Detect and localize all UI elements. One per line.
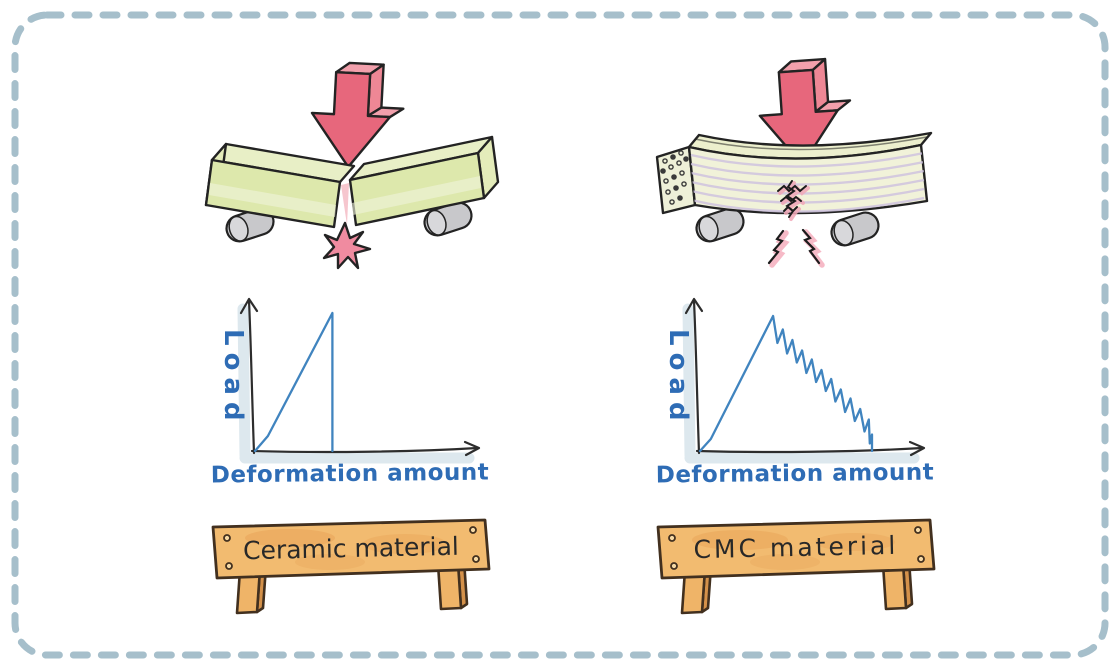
ceramic-sign: Ceramic material xyxy=(211,518,491,615)
panel-ceramic: Load Deformation amount Ceramic mat xyxy=(160,55,540,655)
y-axis xyxy=(692,299,701,455)
load-curve xyxy=(253,311,334,453)
sign-board: CMC material xyxy=(656,518,936,580)
crack-zigzag-icon xyxy=(777,180,810,221)
sign-legs xyxy=(235,558,469,615)
sign-label: Ceramic material xyxy=(243,532,459,566)
fiber-dots xyxy=(660,150,689,205)
load-curve xyxy=(698,314,874,453)
force-arrow-icon xyxy=(758,57,852,167)
y-axis-arrow-icon xyxy=(239,297,259,315)
ceramic-beam-illustration xyxy=(204,61,500,270)
y-axis-arrow-icon xyxy=(684,297,704,315)
y-axis-label: Load xyxy=(218,329,248,428)
x-axis-arrow-icon xyxy=(463,440,481,457)
cmc-sign: CMC material xyxy=(656,518,936,615)
sign-label: CMC material xyxy=(693,531,898,564)
support-roller-left xyxy=(695,207,745,243)
crack-bolt-icon-left xyxy=(767,229,790,268)
y-axis-shadow xyxy=(682,303,696,461)
ceramic-chart-block: Load Deformation amount xyxy=(160,283,540,488)
support-roller-right xyxy=(830,211,880,247)
broken-beam-right-half xyxy=(348,135,500,227)
fiber-layer-stripes xyxy=(690,151,925,213)
force-arrow-icon xyxy=(310,61,405,169)
sign-nails xyxy=(668,526,925,570)
sign-board: Ceramic material xyxy=(211,518,491,580)
crack-gap xyxy=(341,183,349,225)
layered-beam xyxy=(655,131,933,215)
y-axis xyxy=(247,299,256,455)
x-axis xyxy=(695,446,924,454)
fracture-star-icon xyxy=(322,221,372,270)
cmc-beam-illustration xyxy=(655,57,933,268)
sign-legs xyxy=(680,558,914,615)
x-axis-label: Deformation amount xyxy=(655,459,935,489)
cmc-chart-block: Load Deformation amount xyxy=(605,283,985,488)
ceramic-chart: Load xyxy=(218,297,481,464)
crack-bolt-icon-right xyxy=(801,228,825,268)
panel-cmc: Load Deformation amount CMC materia xyxy=(605,55,985,655)
support-roller-right xyxy=(423,201,473,237)
cmc-chart: Load xyxy=(663,297,926,464)
broken-beam-left-half xyxy=(204,142,356,229)
x-axis-arrow-icon xyxy=(908,440,926,457)
x-axis-label: Deformation amount xyxy=(210,459,490,489)
y-axis-label: Load xyxy=(663,329,693,428)
sign-nails xyxy=(223,526,480,570)
y-axis-shadow xyxy=(237,303,251,461)
x-axis xyxy=(250,446,479,454)
